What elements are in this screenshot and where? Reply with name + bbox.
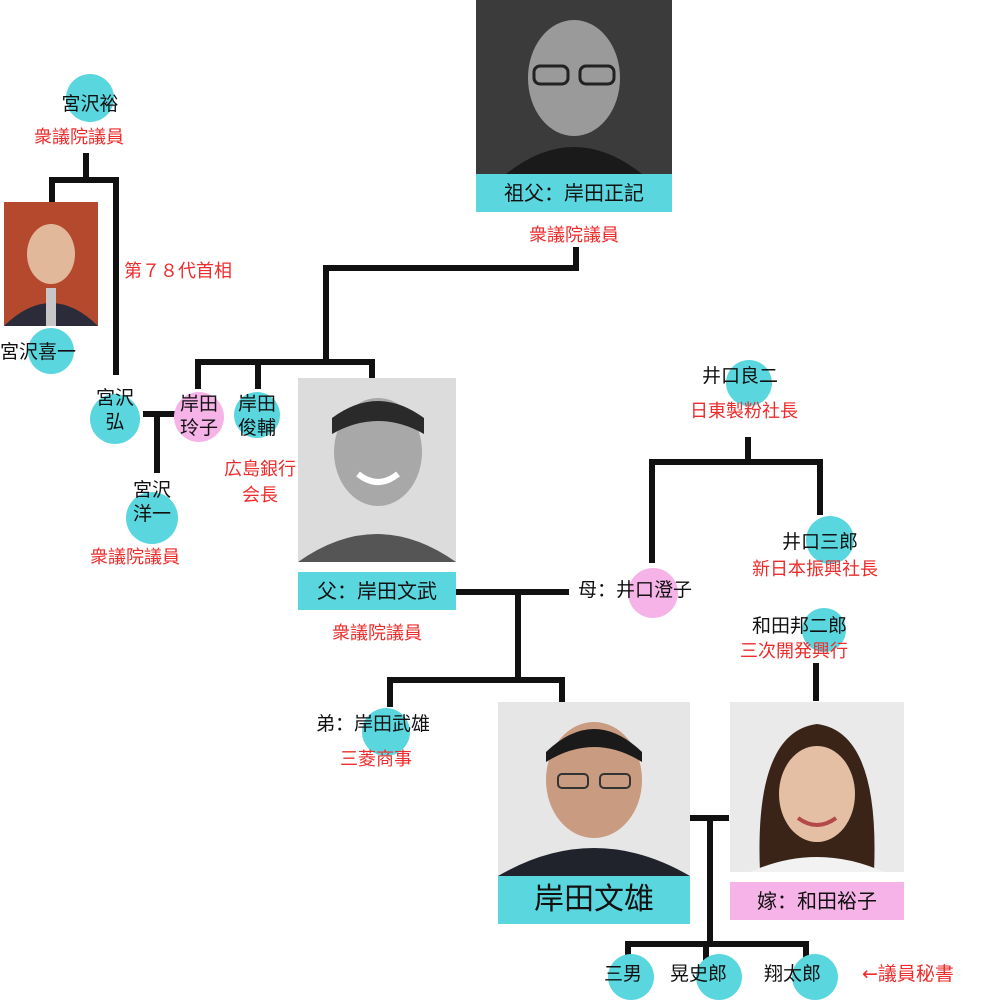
child-1: 三男 [604, 954, 654, 1000]
grandfather-role: 衆議院議員 [529, 225, 619, 246]
iguchi-saburo-role: 新日本振興社長 [752, 559, 878, 580]
iguchi-ryoji: 井口良二 [702, 360, 779, 406]
kishida-reiko: 岸田 玲子 [174, 392, 224, 442]
line-miyazawa-hiroshi [143, 411, 179, 473]
person-marker [90, 394, 140, 444]
miyazawa-hiroshi-name-2: 弘 [105, 411, 125, 433]
grandfather-caption: 祖父：岸田正記 [476, 174, 672, 212]
person-marker [126, 492, 178, 544]
child-3-name: 翔太郎 [764, 963, 822, 985]
miyazawa-hiroshi: 宮沢 弘 [90, 386, 140, 444]
kishida-reiko-name-1: 岸田 [179, 393, 218, 415]
wada-kunijiro: 和田邦二郎 [752, 608, 848, 652]
line-fumio-children [625, 815, 809, 961]
person-marker [28, 328, 74, 374]
wife-caption: 嫁：和田裕子 [730, 882, 904, 920]
kishida-shunsuke-name-1: 岸田 [237, 393, 276, 415]
child-2-name: 晃史郎 [670, 963, 728, 985]
kishida-reiko-name-2: 玲子 [179, 417, 218, 439]
brother-role: 三菱商事 [340, 749, 412, 770]
fumio-caption: 岸田文雄 [498, 876, 690, 924]
wada-kunijiro-role: 三次開発興行 [740, 641, 848, 662]
person-marker [726, 360, 772, 406]
miyazawa-yutaka-role: 衆議院議員 [34, 127, 124, 148]
child-1-name: 三男 [604, 963, 643, 985]
iguchi-saburo-name: 井口三郎 [782, 531, 859, 553]
brother-name: 弟：岸田武雄 [316, 713, 431, 735]
child-3: 翔太郎 [764, 954, 838, 1000]
fumio-photo [498, 702, 690, 876]
kishida-shunsuke-role-2: 会長 [242, 485, 278, 506]
person-marker [608, 954, 654, 1000]
miyazawa-kiichi-photo [4, 202, 98, 326]
iguchi-ryoji-role: 日東製粉社長 [690, 401, 798, 422]
miyazawa-yoichi: 宮沢 洋一 [124, 478, 180, 544]
brother: 弟：岸田武雄 [316, 708, 431, 756]
person-marker [806, 516, 854, 564]
miyazawa-yoichi-name-1: 宮沢 [132, 479, 171, 501]
father-caption: 父：岸田文武 [298, 572, 456, 610]
line-iguchi [649, 437, 823, 563]
person-marker [696, 954, 742, 1000]
iguchi-ryoji-name: 井口良二 [702, 365, 779, 387]
iguchi-saburo: 井口三郎 [782, 516, 859, 564]
line-miyazawa-yutaka [49, 153, 119, 375]
miyazawa-kiichi: 宮沢喜一 [0, 326, 77, 374]
mother-name: 母：井口澄子 [578, 579, 693, 601]
wada-kunijiro-name: 和田邦二郎 [752, 615, 848, 637]
miyazawa-yoichi-role: 衆議院議員 [90, 547, 180, 568]
miyazawa-yutaka: 宮沢裕 [40, 74, 140, 122]
line-father-mother [387, 589, 569, 707]
grandfather-photo [476, 0, 672, 174]
person-marker [792, 954, 838, 1000]
person-marker [628, 568, 678, 618]
miyazawa-hiroshi-name-1: 宮沢 [95, 387, 134, 409]
father-photo [298, 378, 456, 562]
father-role: 衆議院議員 [332, 623, 422, 644]
kishida-shunsuke: 岸田 俊輔 [232, 392, 282, 440]
child-2: 晃史郎 [670, 954, 742, 1000]
person-marker [234, 392, 280, 438]
miyazawa-yoichi-name-2: 洋一 [132, 503, 171, 525]
mother: 母：井口澄子 [578, 568, 693, 618]
person-marker [66, 74, 114, 122]
wife-photo [730, 702, 904, 872]
line-grandfather-children [195, 247, 579, 389]
person-marker [362, 708, 410, 756]
miyazawa-kiichi-note: 第７８代首相 [124, 261, 232, 282]
secretary-note: ←議員秘書 [862, 963, 954, 985]
miyazawa-yutaka-name: 宮沢裕 [61, 93, 119, 115]
kishida-shunsuke-role-1: 広島銀行 [224, 459, 296, 480]
person-marker [174, 392, 224, 442]
person-marker [802, 608, 846, 652]
miyazawa-kiichi-name: 宮沢喜一 [0, 341, 77, 363]
kishida-shunsuke-name-2: 俊輔 [237, 417, 276, 439]
